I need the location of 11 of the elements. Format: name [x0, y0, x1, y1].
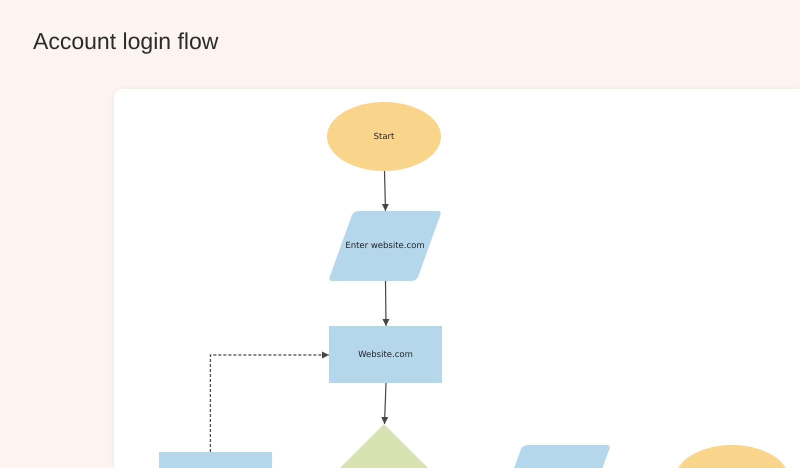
arrow [381, 382, 388, 424]
process-box [329, 326, 442, 383]
node-label: Start [374, 132, 394, 142]
arrow [382, 170, 389, 212]
input-parallelogram [328, 211, 442, 281]
arrow [210, 352, 329, 452]
arrow [382, 281, 390, 326]
terminal-ellipse [327, 102, 441, 171]
page-title: Account login flow [33, 28, 218, 55]
node-label: Website.com [358, 350, 413, 360]
node-label: Enter website.com [345, 241, 425, 251]
